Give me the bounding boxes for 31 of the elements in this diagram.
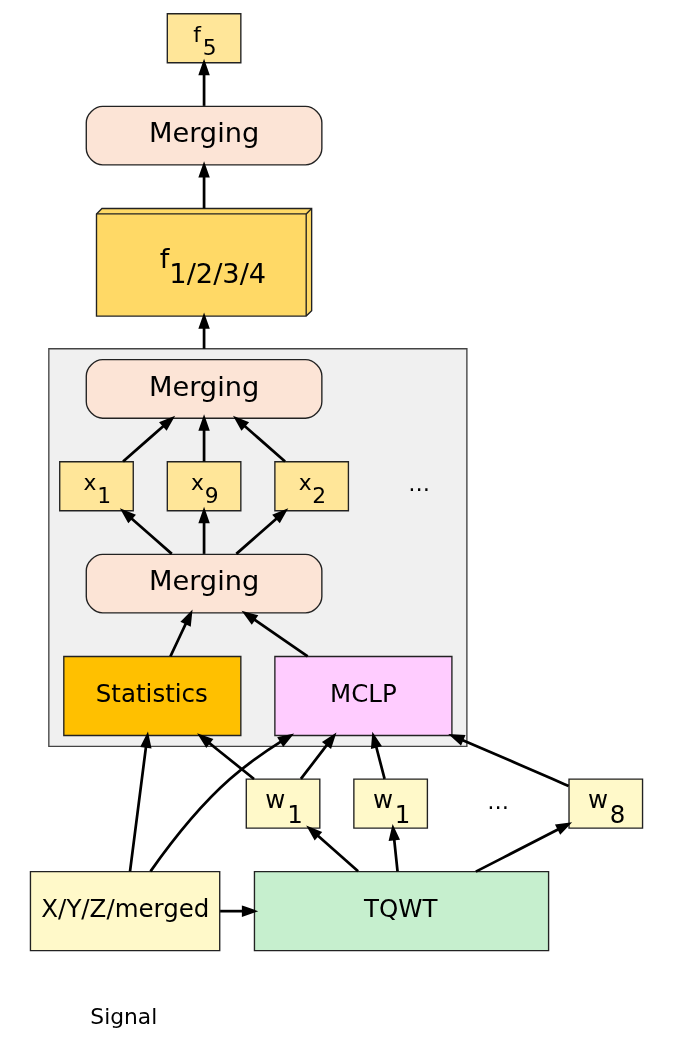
- arrow: [235, 508, 289, 555]
- arrow: [169, 609, 193, 657]
- node-box: Merging: [85, 105, 323, 166]
- arrow: [198, 161, 210, 209]
- node-box: Merging: [85, 358, 323, 419]
- label: …: [408, 471, 431, 497]
- label: …: [487, 788, 510, 814]
- node-box: TQWT: [253, 871, 550, 952]
- node-box: MCLP: [274, 655, 453, 737]
- node-label: Signal: [90, 1003, 158, 1029]
- arrow: [299, 732, 337, 780]
- arrow: [220, 905, 259, 917]
- arrow: [198, 312, 210, 349]
- arrow: [149, 733, 295, 873]
- arrow: [370, 731, 386, 780]
- arrow: [119, 508, 173, 555]
- node-box: Merging: [85, 553, 323, 614]
- arrow: [241, 610, 309, 658]
- arrow: [198, 506, 210, 554]
- arrow: [128, 731, 152, 872]
- arrow: [306, 825, 359, 873]
- node-box: X/Y/Z/merged: [29, 871, 221, 952]
- arrow: [475, 822, 573, 873]
- arrow: [198, 414, 210, 462]
- arrow: [122, 415, 176, 463]
- arrow: [388, 824, 400, 872]
- node-box: Statistics: [63, 655, 242, 737]
- arrow: [448, 733, 570, 788]
- arrow: [233, 415, 286, 463]
- arrow: [197, 733, 255, 780]
- arrow: [198, 58, 210, 106]
